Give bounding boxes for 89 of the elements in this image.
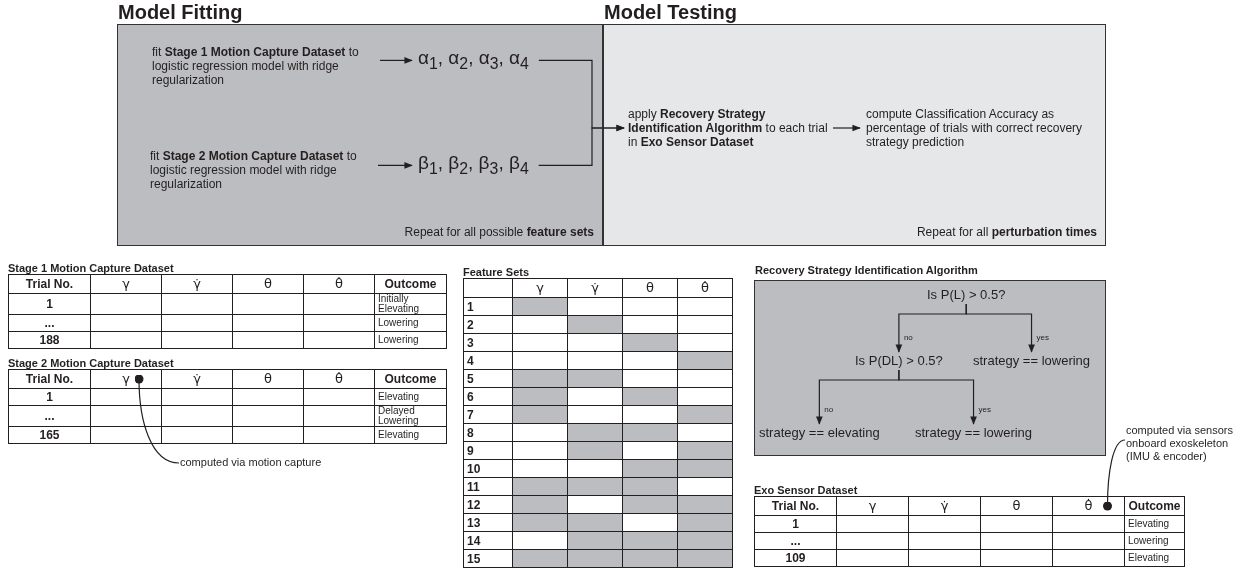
table-cell: Lowering	[374, 314, 447, 332]
table-cell: 14	[463, 531, 513, 550]
process-text: apply Recovery Strategy Identification Algorithm to each trial in Exo Sensor Dataset	[628, 107, 833, 149]
table-cell: 7	[463, 405, 513, 424]
table-cell: 1	[8, 388, 91, 406]
table-cell: 13	[463, 513, 513, 532]
table-cell: ...	[8, 405, 91, 427]
process-text: fit Stage 2 Motion Capture Dataset to logistic regression model with ridge regularization	[150, 149, 378, 191]
table-cell: ...	[754, 532, 837, 550]
table-header-cell: Outcome	[1124, 496, 1185, 516]
table-cell: 10	[463, 459, 513, 478]
edge-label: yes	[1036, 333, 1049, 342]
table-header-cell: γ̇	[161, 274, 233, 294]
table-header-cell: γ	[90, 274, 162, 294]
table-header-cell: Outcome	[374, 274, 447, 294]
table-title: Exo Sensor Dataset	[754, 484, 858, 496]
table-header-cell: γ̇	[567, 278, 623, 298]
table-cell: 3	[463, 333, 513, 352]
table-cell: 11	[463, 477, 513, 496]
table-header-cell: θ̇	[303, 369, 375, 389]
table-header-cell: γ̇	[161, 369, 233, 389]
table-cell: 9	[463, 441, 513, 460]
table-cell: ...	[8, 314, 91, 332]
table-cell: 8	[463, 423, 513, 442]
table-cell: 1	[8, 293, 91, 315]
table-cell: Elevating	[374, 388, 447, 406]
table-cell: Lowering	[1124, 532, 1185, 550]
table-header-cell: θ̇	[677, 278, 733, 298]
arrow	[832, 124, 861, 132]
table-cell: 5	[463, 369, 513, 388]
table-header-cell: γ	[512, 278, 568, 298]
result-text: strategy == lowering	[915, 425, 1033, 440]
panel-heading: Recovery Strategy Identification Algorithm	[755, 264, 978, 276]
table-cell: 109	[754, 549, 837, 567]
table-header-cell: θ	[622, 278, 678, 298]
table-header-cell: γ	[90, 369, 162, 389]
arrow	[379, 57, 413, 64]
table-cell: 12	[463, 495, 513, 514]
table-cell: 165	[8, 426, 91, 444]
table-header-cell: θ	[980, 496, 1053, 516]
table-cell: Delayed Lowering	[374, 405, 447, 427]
table-header-cell: θ̇	[1052, 496, 1125, 516]
table-header-cell: θ	[232, 369, 304, 389]
table-title: Feature Sets	[463, 266, 530, 278]
edge-label: yes	[978, 405, 991, 414]
table-cell: 188	[8, 331, 91, 349]
panel-heading: Model Fitting	[118, 1, 243, 24]
table-cell: 6	[463, 387, 513, 406]
process-text: fit Stage 1 Motion Capture Dataset to logistic regression model with ridge regularization	[152, 45, 380, 87]
arrow	[965, 303, 1035, 353]
panel-note: Repeat for all possible feature sets	[404, 225, 594, 239]
result-text: strategy == elevating	[759, 425, 880, 440]
table-cell: Elevating	[1124, 549, 1185, 567]
arrow	[898, 369, 977, 425]
arrow	[377, 162, 413, 169]
table-header-cell: θ	[232, 274, 304, 294]
decision-text: Is P(DL) > 0.5?	[855, 353, 943, 368]
leader-line	[134, 374, 180, 464]
table-header-cell: Trial No.	[8, 274, 91, 294]
table-cell: Lowering	[374, 331, 447, 349]
table-header-cell: γ	[836, 496, 909, 516]
table-cell: 1	[463, 297, 513, 316]
table-cell: Elevating	[374, 426, 447, 444]
table-header-cell: Trial No.	[8, 369, 91, 389]
table-header-cell: γ̇	[908, 496, 981, 516]
decision-text: Is P(L) > 0.5?	[927, 287, 1006, 302]
panel-note: Repeat for all perturbation times	[916, 225, 1097, 239]
table-header-cell: Trial No.	[754, 496, 837, 516]
table-cell: 1	[754, 515, 837, 533]
table-title: Stage 1 Motion Capture Dataset	[8, 262, 174, 274]
table-title: Stage 2 Motion Capture Dataset	[8, 357, 174, 369]
parameter-text: α$_{1}$, α$_{2}$, α$_{3}$, α$_{4}$	[418, 47, 529, 74]
process-text: compute Classification Accuracy as percentage of trials with correct recovery strategy prediction	[866, 107, 1096, 149]
table-header-cell: Outcome	[374, 369, 447, 389]
edge-label: no	[824, 405, 834, 414]
table-cell: 2	[463, 315, 513, 334]
panel-heading: Model Testing	[604, 1, 737, 24]
table-cell: Elevating	[1124, 515, 1185, 533]
edge-label: no	[903, 333, 913, 342]
parameter-text: β$_{1}$, β$_{2}$, β$_{3}$, β$_{4}$	[418, 152, 529, 179]
arrow	[538, 124, 625, 166]
leader-line	[1103, 439, 1126, 511]
table-header-cell: θ̇	[303, 274, 375, 294]
table-cell: 4	[463, 351, 513, 370]
table-cell: 15	[463, 549, 513, 568]
table-cell: Initially Elevating	[374, 293, 447, 315]
annotation-text: computed via motion capture	[180, 456, 322, 469]
result-text: strategy == lowering	[973, 353, 1091, 368]
annotation-text: computed via sensors onboard exoskeleton (IMU & encoder)	[1126, 424, 1242, 463]
